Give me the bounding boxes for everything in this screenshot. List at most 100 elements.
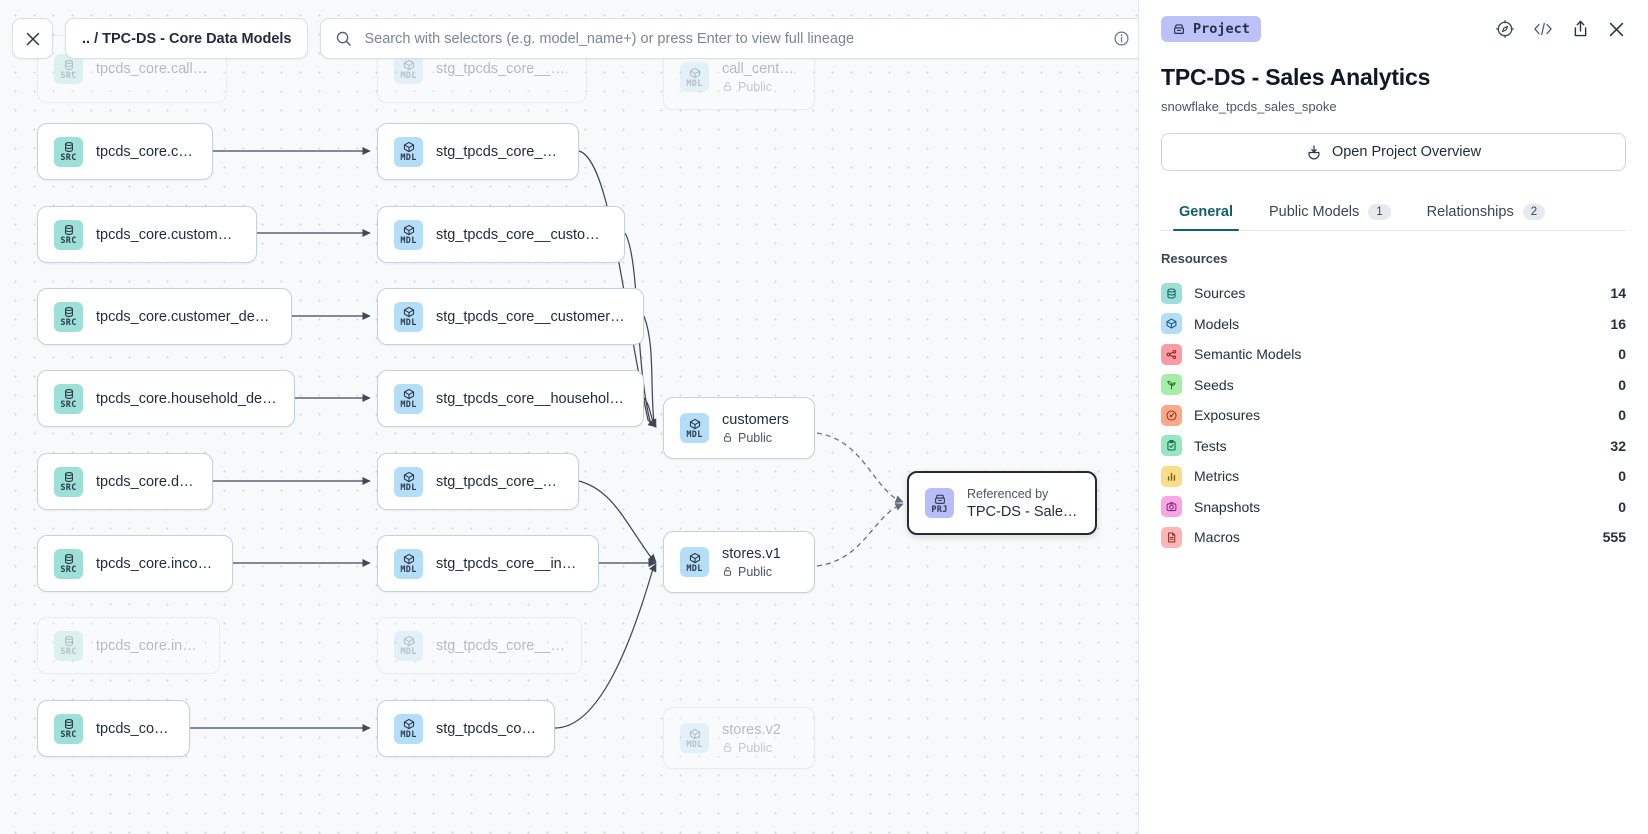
node-type-badge-src: SRC	[54, 548, 83, 579]
lineage-canvas[interactable]: SRCtpcds_core.call_centerSRCtpcds_core.c…	[0, 0, 1139, 834]
visibility-text: Public	[738, 564, 773, 579]
share-icon[interactable]	[1571, 19, 1590, 39]
resource-icon-wrap	[1161, 313, 1182, 335]
lineage-node-mdl_cust_demo[interactable]: MDL stg_tpcds_core__customer_demogra…	[377, 288, 644, 345]
node-type-badge-prj: PRJ	[925, 488, 954, 518]
node-badge-text: MDL	[400, 565, 417, 575]
close-icon	[26, 32, 39, 45]
node-type-badge-src: SRC	[54, 466, 83, 497]
open-project-overview-button[interactable]: Open Project Overview	[1161, 133, 1626, 171]
node-visibility-label: Public	[722, 80, 798, 94]
cube-icon	[403, 635, 414, 647]
explore-icon[interactable]	[1495, 19, 1515, 39]
cube-icon	[403, 471, 414, 483]
code-icon[interactable]	[1532, 20, 1554, 38]
node-text: tpcds_core.date_dim	[96, 474, 196, 490]
node-label: stg_tpcds_core__customer_demogra…	[436, 308, 627, 325]
database-icon	[64, 59, 73, 70]
gauge-icon	[1166, 410, 1177, 421]
lineage-node-src_hh_demo[interactable]: SRC tpcds_core.household_demographics	[37, 370, 295, 427]
lineage-node-mdl_hh_demo[interactable]: MDLstg_tpcds_core__household_demogr…	[377, 370, 644, 427]
node-label: tpcds_core.inventory	[96, 637, 203, 654]
node-badge-text: SRC	[60, 400, 77, 410]
lineage-node-src_date_dim[interactable]: SRC tpcds_core.date_dim	[37, 453, 213, 510]
node-type-badge-mdl: MDL	[680, 723, 709, 753]
close-lineage-button[interactable]	[12, 18, 53, 59]
node-badge-text: PRJ	[931, 504, 948, 515]
search-input[interactable]	[362, 29, 1114, 48]
resource-name: Semantic Models	[1194, 346, 1302, 363]
node-badge-text: MDL	[400, 483, 417, 493]
close-panel-icon[interactable]	[1607, 20, 1626, 39]
resource-count: 555	[1602, 529, 1626, 546]
node-badge-text: MDL	[686, 739, 703, 750]
node-label: customers	[722, 411, 789, 428]
node-label: tpcds_core.household_demographics	[96, 390, 278, 407]
node-label: tpcds_core.customer_demographics	[96, 308, 275, 325]
lineage-search[interactable]	[320, 18, 1138, 59]
database-icon	[64, 389, 73, 399]
node-badge-text: MDL	[400, 153, 417, 163]
node-text: stg_tpcds_core__customer_address	[436, 227, 608, 243]
lineage-node-mdl_date_dim[interactable]: MDL stg_tpcds_core__date_dim	[377, 453, 579, 510]
node-type-badge-mdl: MDL	[680, 62, 709, 92]
lineage-node-src_store[interactable]: SRC tpcds_core.store	[37, 700, 190, 757]
database-icon	[64, 636, 73, 646]
cube-icon	[403, 388, 414, 400]
node-text: stg_tpcds_core__customer_demogra…	[436, 309, 627, 325]
node-label: stg_tpcds_core__income_band	[436, 555, 582, 572]
node-type-badge-mdl: MDL	[394, 301, 423, 332]
resource-type-chip: Project	[1161, 16, 1261, 42]
sprout-icon	[1167, 381, 1176, 390]
node-label: tpcds_core.customer	[96, 143, 196, 160]
node-type-badge-mdl: MDL	[394, 54, 423, 84]
breadcrumb[interactable]: .. / TPC-DS - Core Data Models	[65, 18, 309, 59]
resource-count: 16	[1610, 315, 1626, 332]
lineage-node-src_income_band[interactable]: SRC tpcds_core.income_band	[37, 535, 233, 592]
cube-icon	[403, 553, 414, 565]
node-type-badge-mdl: MDL	[394, 136, 423, 167]
node-type-badge-src: SRC	[54, 713, 83, 744]
node-type-badge-mdl: MDL	[394, 713, 423, 744]
node-label: stg_tpcds_core__date_dim	[436, 473, 562, 490]
search-icon	[337, 31, 352, 46]
search-info-icon[interactable]	[1113, 30, 1130, 47]
node-badge-text: SRC	[60, 70, 77, 81]
node-label: tpcds_core.call_center	[96, 61, 210, 77]
unlock-icon	[724, 566, 731, 576]
node-label: tpcds_core.store	[96, 720, 173, 737]
node-text: stg_tpcds_core__income_band	[436, 556, 582, 572]
lineage-node-mdl_income_band[interactable]: MDL stg_tpcds_core__income_band	[377, 535, 599, 592]
node-label: tpcds_core.income_band	[96, 555, 216, 572]
tab-general[interactable]: General	[1161, 204, 1251, 231]
node-type-badge-mdl: MDL	[394, 383, 423, 414]
node-badge-text: MDL	[686, 563, 703, 574]
resource-count: 0	[1618, 407, 1626, 424]
node-text: stg_tpcds_core__call_center	[436, 61, 570, 77]
